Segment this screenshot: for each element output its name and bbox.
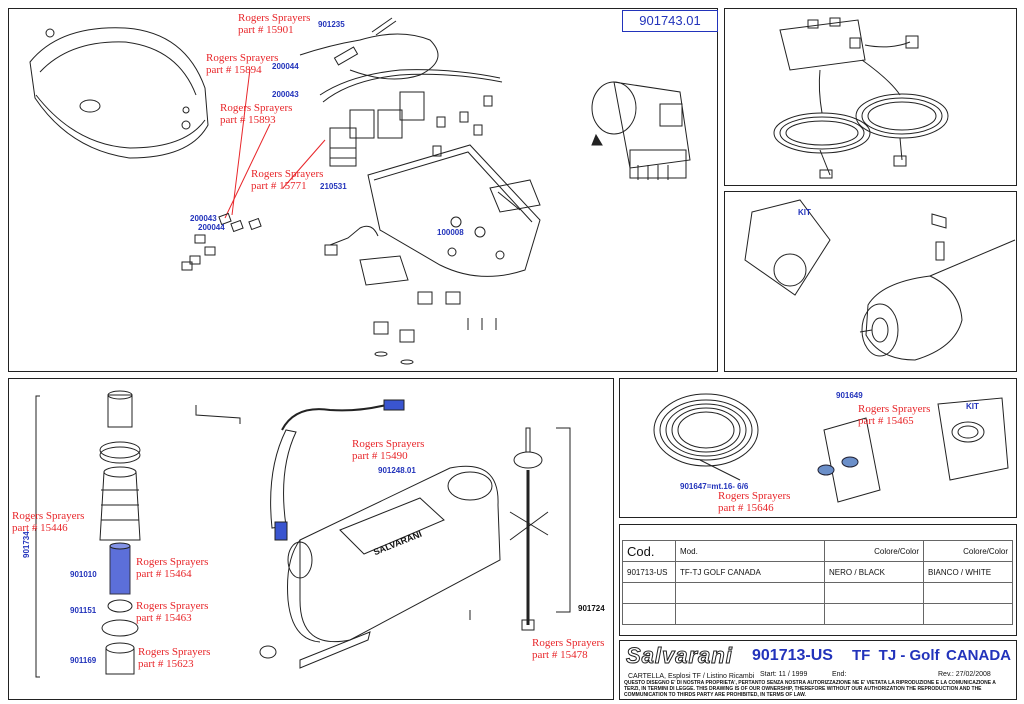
title-rev: Rev.: 27/02/2008 [938, 671, 991, 678]
legal-note: QUESTO DISEGNO E' DI NOSTRA PROPRIETA', … [624, 680, 996, 698]
kit-label: KIT [798, 208, 811, 217]
tank [259, 399, 501, 669]
title-start: Start: 11 / 1999 [760, 671, 808, 678]
wiring-harness [773, 17, 949, 179]
header-mod: Mod. [675, 540, 825, 562]
part-number: 200044 [272, 62, 299, 71]
title-block: Salvarani 901713-US TF TJ - Golf CANADA … [619, 640, 1017, 700]
title-model: TF TJ - Golf [852, 647, 940, 664]
tank-assembly-panel [8, 378, 614, 700]
row-cod: 901713-US [622, 561, 676, 583]
part-number: 901235 [318, 20, 345, 29]
part-number: 100008 [437, 228, 464, 237]
row-color-2: BIANCO / WHITE [923, 561, 1013, 583]
part-number: 901169 [70, 656, 97, 665]
header-color-2: Colore/Color [923, 540, 1013, 562]
main-exploded-panel [8, 8, 718, 372]
title-sub: CARTELLA, Esplosi TF / Listino Ricambi [628, 673, 755, 680]
header-color-1: Colore/Color [824, 540, 924, 562]
part-number: 901647=mt.16- 6/6 [680, 482, 749, 491]
row-color-1: NERO / BLACK [824, 561, 924, 583]
drawing-code: 901743.01 [622, 10, 718, 32]
fittings-left [181, 212, 262, 271]
code-table: Cod. Mod. Colore/Color Colore/Color 9017… [622, 540, 1013, 625]
part-number: 901010 [70, 570, 97, 579]
title-code: 901713-US [752, 647, 833, 664]
part-number: 200043 [190, 214, 217, 223]
brand-logo: Salvarani [626, 643, 733, 669]
part-number: 901151 [70, 606, 97, 615]
pump-heads [329, 91, 425, 167]
part-number: 901724 [578, 604, 605, 613]
part-number: 200044 [198, 223, 225, 232]
motor-kit [744, 199, 1016, 361]
hose-coil [653, 393, 759, 481]
suction-lance [509, 427, 571, 631]
title-market: CANADA [946, 647, 1011, 664]
filter-column [35, 390, 141, 678]
part-number: 200043 [272, 90, 299, 99]
part-number: 901649 [836, 391, 863, 400]
pump-motor [591, 81, 691, 180]
rubber-feet [373, 291, 497, 365]
row-mod: TF-TJ GOLF CANADA [675, 561, 825, 583]
part-number: 210531 [320, 182, 347, 191]
header-cod: Cod. [622, 540, 676, 562]
title-end: End: [832, 671, 847, 678]
kit-label: KIT [966, 402, 979, 411]
top-cover [29, 27, 209, 159]
part-number: 901734 [22, 531, 31, 558]
seal-kit-bag [817, 397, 1009, 503]
harness-panel [724, 8, 1017, 186]
part-number: 901248.01 [378, 466, 416, 475]
motor-kit-panel [724, 191, 1017, 372]
